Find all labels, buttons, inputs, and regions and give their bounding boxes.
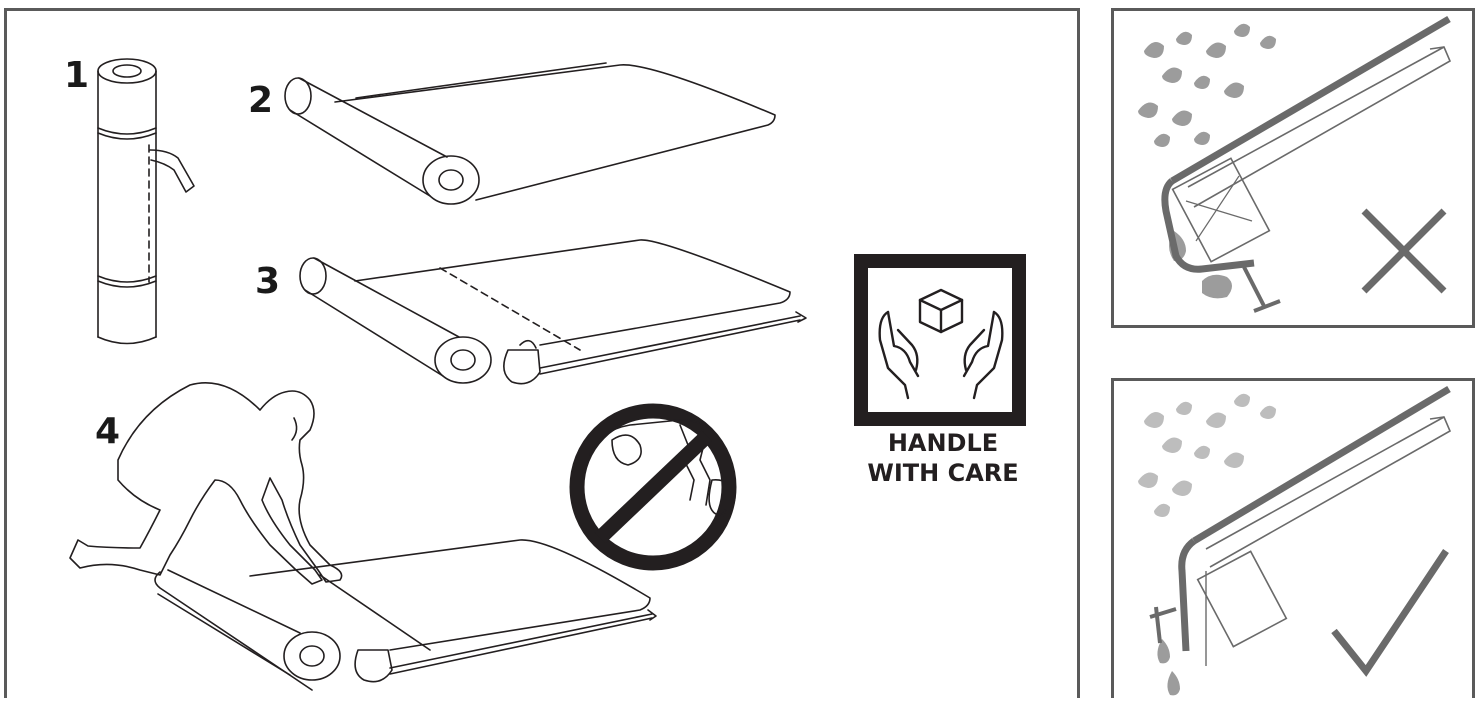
step-number-1: 1	[64, 55, 90, 96]
step-number-3: 3	[255, 261, 281, 302]
unrolled-sheet-step3	[299, 239, 807, 385]
roof-section-correct	[1149, 385, 1452, 666]
cross-mark-icon	[1361, 208, 1447, 294]
wrong-installation-illustration	[1138, 15, 1452, 313]
no-tearing-icon	[569, 403, 737, 571]
unrolled-sheet-step4	[154, 539, 657, 691]
wrong-installation-panel	[1111, 8, 1475, 328]
handle-with-care-label: HANDLE WITH CARE	[850, 428, 1036, 488]
instruction-panel	[4, 8, 1080, 698]
step-number-2: 2	[248, 80, 274, 121]
correct-installation-panel	[1111, 378, 1475, 698]
check-mark-icon	[1331, 549, 1449, 677]
handle-with-care-icon	[854, 254, 1026, 426]
unrolled-sheet-step2	[284, 62, 776, 205]
upright-roll	[97, 58, 195, 345]
rain-drops-top	[1138, 23, 1276, 299]
handle-with-care-line2: WITH CARE	[867, 459, 1019, 487]
handle-with-care-line1: HANDLE	[887, 429, 999, 457]
correct-installation-illustration	[1138, 385, 1452, 696]
step-number-4: 4	[95, 411, 121, 452]
rain-drops-runoff	[1157, 639, 1180, 696]
person-laying-sheet	[69, 382, 343, 585]
rain-drops-bottom	[1138, 393, 1276, 517]
roof-section-wrong	[1161, 15, 1452, 313]
